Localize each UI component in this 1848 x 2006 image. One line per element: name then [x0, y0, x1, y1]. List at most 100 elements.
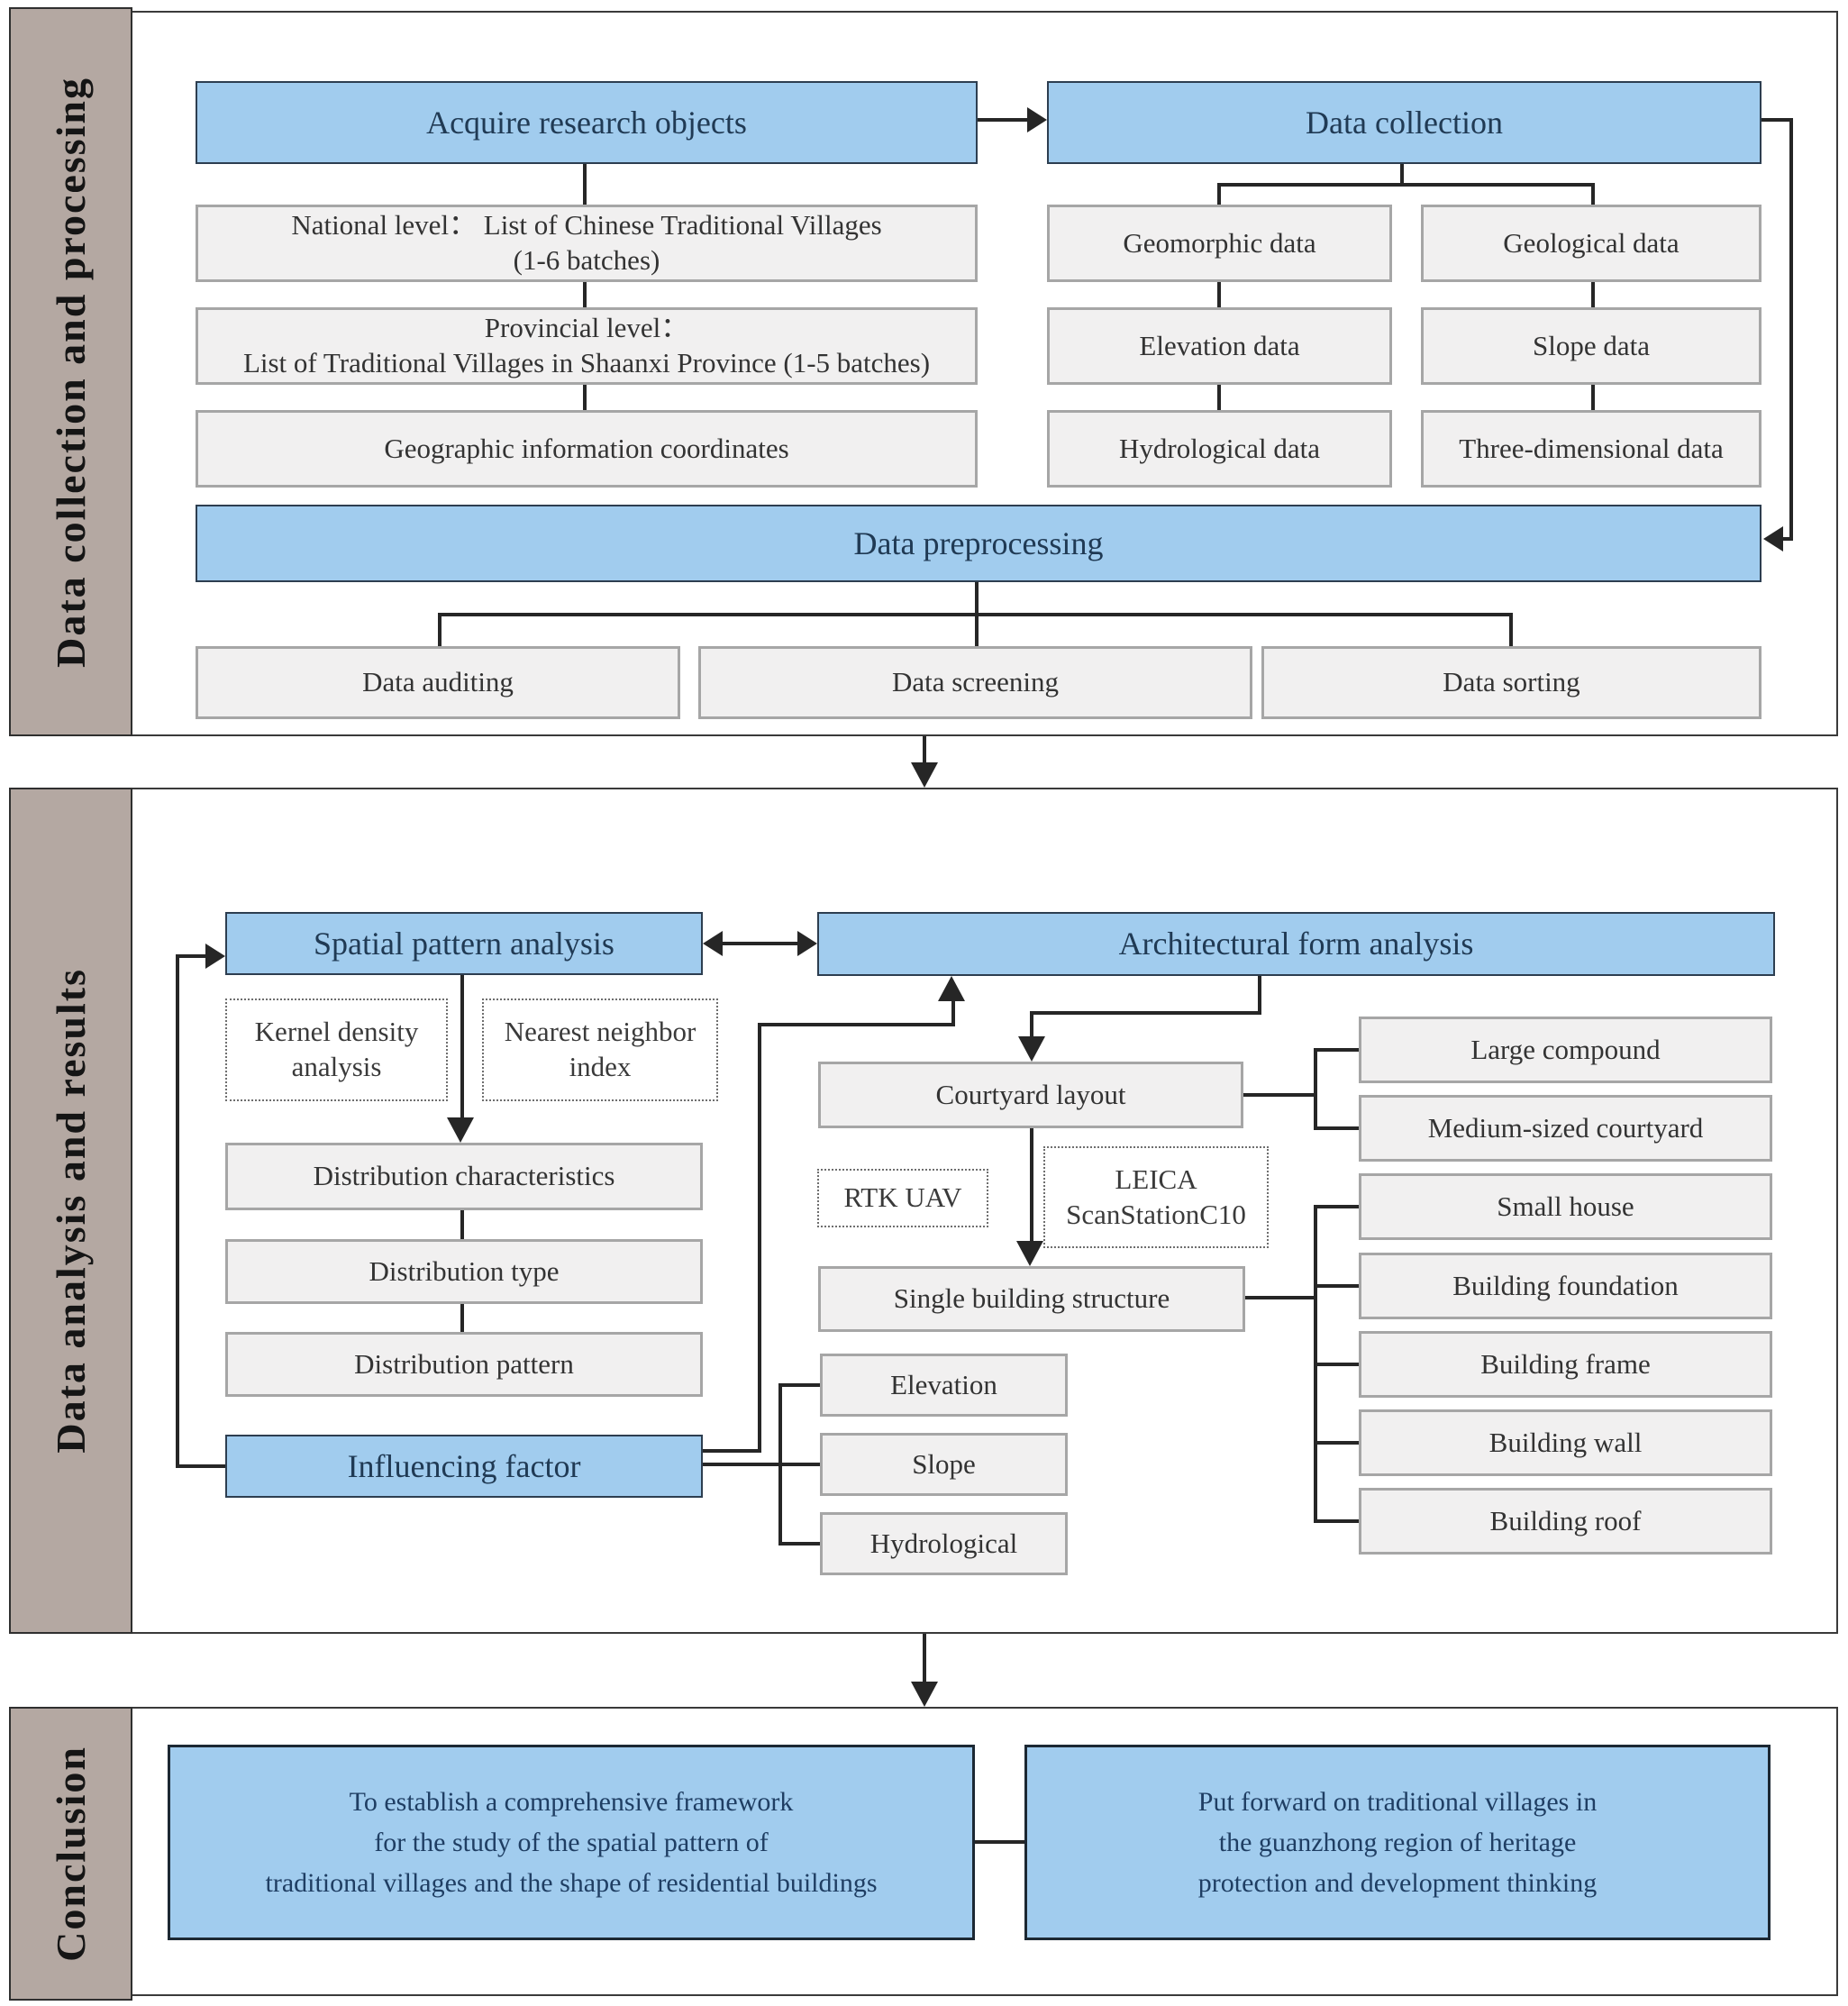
connector-line — [703, 1449, 760, 1453]
slope-factor-label: Slope — [912, 1447, 976, 1480]
geographic-coordinates-label: Geographic information coordinates — [384, 432, 789, 464]
conclusion-proposal-box: Put forward on traditional villages in t… — [1024, 1745, 1771, 1940]
section2-label-strip: Data analysis and results — [9, 788, 132, 1634]
connector-line — [583, 164, 587, 205]
nearest-neighbor-index-box: Nearest neighbor index — [482, 998, 718, 1101]
data-auditing-label: Data auditing — [362, 666, 514, 698]
data-preprocessing-box: Data preprocessing — [196, 505, 1762, 582]
data-screening-label: Data screening — [891, 666, 1060, 698]
connector-line — [951, 1001, 955, 1026]
arrowhead-down — [911, 762, 938, 788]
arrowhead-left — [703, 931, 723, 956]
connector-line — [1789, 118, 1793, 541]
connector-line — [778, 1383, 782, 1546]
data-collection-box: Data collection — [1047, 81, 1762, 164]
geological-data-label: Geological data — [1503, 226, 1680, 259]
hydrological-factor-box: Hydrological — [820, 1512, 1068, 1575]
influencing-factor-label: Influencing factor — [347, 1447, 581, 1484]
kernel-density-line1: Kernel density — [254, 1016, 419, 1048]
building-roof-box: Building roof — [1359, 1488, 1772, 1555]
kernel-density-analysis-box: Kernel density analysis — [225, 998, 448, 1101]
section3-label: Conclusion — [48, 1746, 94, 1962]
arrowhead-right — [205, 944, 225, 969]
data-sorting-box: Data sorting — [1261, 646, 1762, 719]
hydrological-data-label: Hydrological data — [1119, 432, 1320, 464]
small-house-label: Small house — [1497, 1190, 1634, 1222]
building-wall-box: Building wall — [1359, 1409, 1772, 1476]
rtk-uav-box: RTK UAV — [817, 1169, 988, 1227]
single-building-structure-box: Single building structure — [818, 1266, 1245, 1332]
conclusion-framework-box: To establish a comprehensive framework f… — [168, 1745, 975, 1940]
connector-line — [1258, 976, 1261, 1015]
connector-line — [1217, 282, 1221, 307]
spatial-pattern-analysis-label: Spatial pattern analysis — [314, 925, 614, 962]
data-sorting-label: Data sorting — [1443, 666, 1580, 698]
courtyard-layout-label: Courtyard layout — [935, 1078, 1126, 1110]
connector-line — [1314, 1363, 1359, 1366]
elevation-data-label: Elevation data — [1139, 329, 1300, 361]
connector-line — [778, 1542, 820, 1546]
connector-line — [1762, 118, 1793, 122]
elevation-data-box: Elevation data — [1047, 307, 1392, 385]
arrowhead-left — [1763, 526, 1783, 552]
connector-line — [1030, 1011, 1033, 1040]
connector-line — [1030, 1128, 1033, 1241]
kernel-density-line2: analysis — [291, 1051, 382, 1082]
arrowhead-up — [938, 976, 965, 1001]
architectural-form-analysis-label: Architectural form analysis — [1118, 925, 1474, 962]
national-level-box: National level： List of Chinese Traditio… — [196, 205, 978, 282]
connector-line — [1591, 385, 1595, 410]
distribution-pattern-label: Distribution pattern — [354, 1347, 574, 1380]
small-house-box: Small house — [1359, 1173, 1772, 1240]
connector-line — [1217, 185, 1221, 205]
nearest-neighbor-line1: Nearest neighbor — [504, 1016, 696, 1048]
connector-line — [178, 954, 207, 958]
provincial-level-line1: Provincial level： — [484, 312, 689, 344]
connector-line — [176, 954, 179, 1468]
building-frame-box: Building frame — [1359, 1331, 1772, 1398]
connector-line — [1217, 385, 1221, 410]
spatial-pattern-analysis-box: Spatial pattern analysis — [225, 912, 703, 975]
building-foundation-label: Building foundation — [1452, 1269, 1679, 1301]
distribution-characteristics-box: Distribution characteristics — [225, 1143, 703, 1210]
connector-line — [1591, 282, 1595, 307]
slope-data-box: Slope data — [1421, 307, 1762, 385]
arrowhead-right — [1027, 107, 1047, 132]
large-compound-box: Large compound — [1359, 1017, 1772, 1083]
provincial-level-line2: List of Traditional Villages in Shaanxi … — [242, 347, 931, 378]
connector-line — [758, 1023, 953, 1026]
section3-label-strip: Conclusion — [9, 1707, 132, 2001]
acquire-research-objects-box: Acquire research objects — [196, 81, 978, 164]
single-building-structure-label: Single building structure — [893, 1282, 1170, 1315]
connector-line — [975, 1840, 1024, 1844]
national-level-line1: National level： List of Chinese Traditio… — [291, 209, 882, 242]
nearest-neighbor-line2: index — [569, 1051, 632, 1082]
courtyard-layout-box: Courtyard layout — [818, 1062, 1243, 1128]
slope-data-label: Slope data — [1533, 329, 1650, 361]
arrowhead-down — [447, 1117, 474, 1143]
connector-line — [1400, 164, 1404, 187]
conclusion-framework-line2: for the study of the spatial pattern of — [374, 1828, 769, 1857]
conclusion-proposal-line2: the guanzhong region of heritage — [1218, 1828, 1577, 1857]
large-compound-label: Large compound — [1470, 1033, 1661, 1065]
geological-data-box: Geological data — [1421, 205, 1762, 282]
connector-line — [1314, 1048, 1317, 1130]
connector-line — [1217, 183, 1595, 187]
connector-line — [460, 975, 464, 1121]
provincial-level-box: Provincial level： List of Traditional Vi… — [196, 307, 978, 385]
conclusion-proposal-line1: Put forward on traditional villages in — [1197, 1787, 1598, 1817]
arrowhead-down — [911, 1682, 938, 1707]
leica-line1: LEICA — [1115, 1163, 1197, 1195]
national-level-line2: (1-6 batches) — [513, 244, 660, 276]
elevation-factor-box: Elevation — [820, 1354, 1068, 1417]
connector-line — [1314, 1284, 1359, 1288]
connector-line — [1314, 1441, 1359, 1445]
hydrological-data-box: Hydrological data — [1047, 410, 1392, 488]
connector-line — [978, 118, 1029, 122]
rtk-uav-label: RTK UAV — [843, 1181, 962, 1214]
connector-line — [1314, 1205, 1359, 1208]
data-screening-box: Data screening — [698, 646, 1252, 719]
architectural-form-analysis-box: Architectural form analysis — [817, 912, 1775, 976]
data-preprocessing-label: Data preprocessing — [853, 524, 1104, 561]
connector-line — [923, 1634, 926, 1682]
